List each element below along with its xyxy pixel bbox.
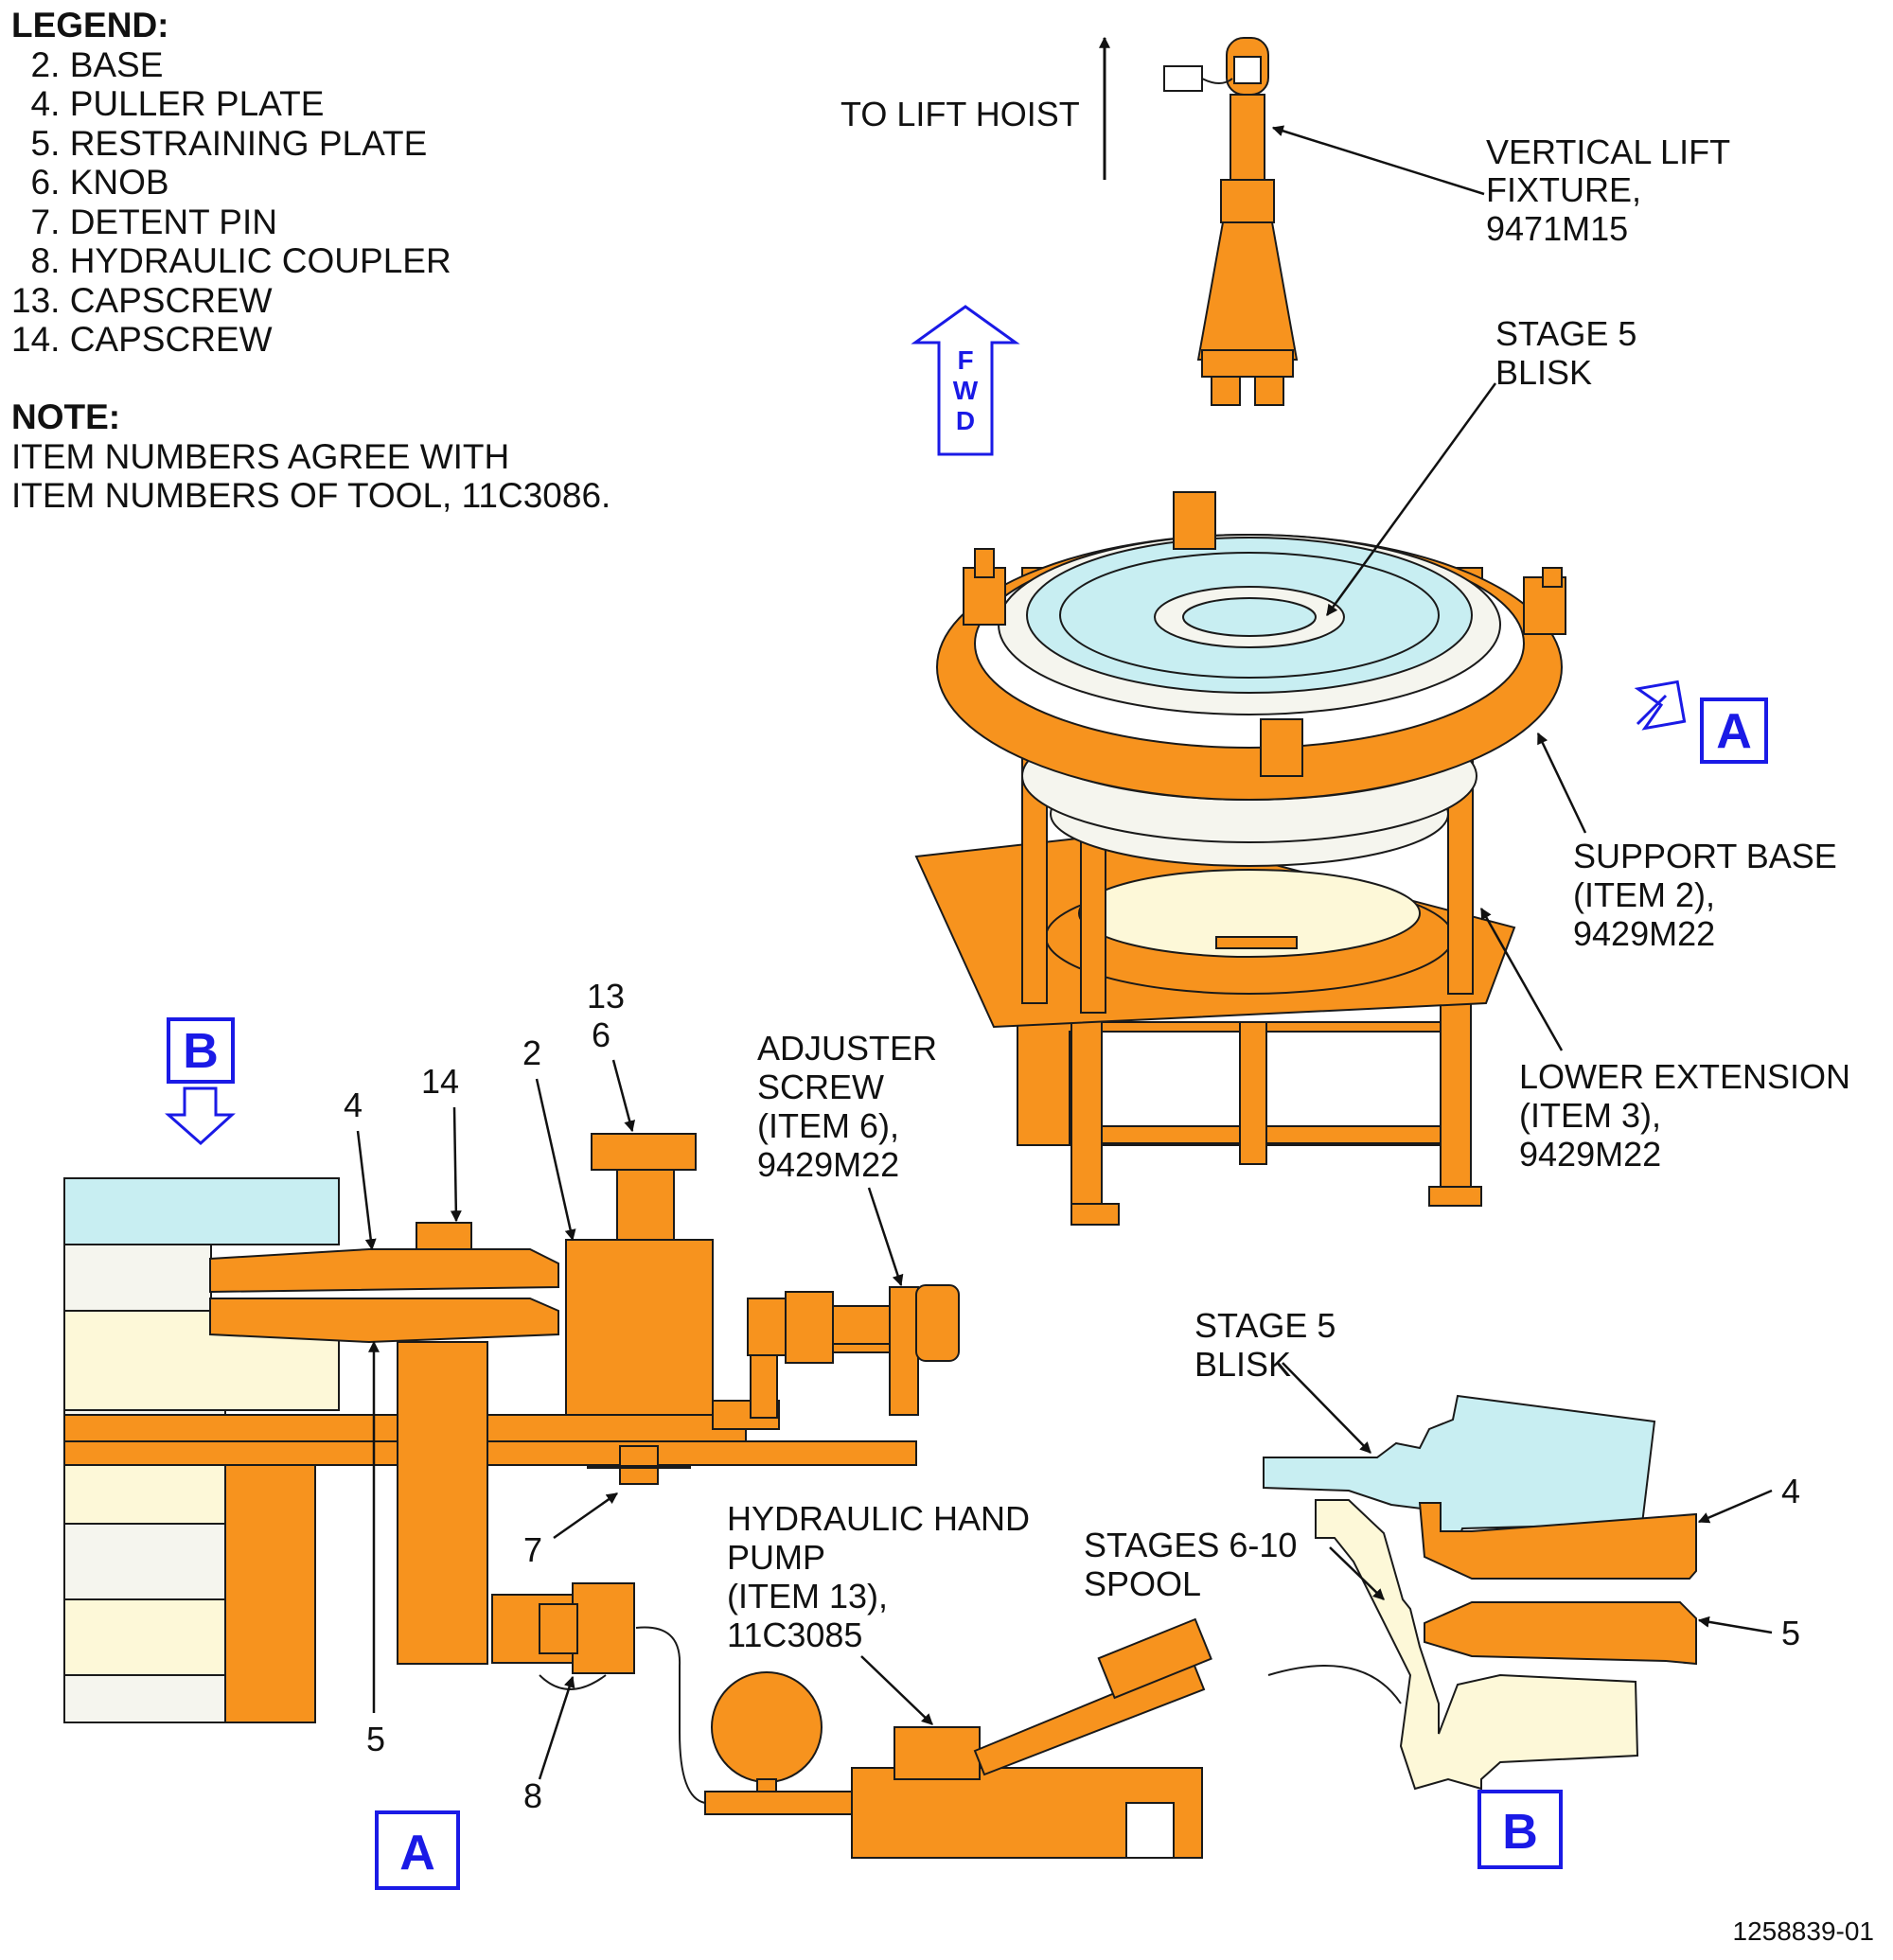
hydraulic-hand-pump xyxy=(704,1617,1212,1859)
fwd-letter: D xyxy=(956,406,975,435)
legend-item: 5. RESTRAINING PLATE xyxy=(11,123,428,163)
note-heading: NOTE: xyxy=(11,397,121,436)
leader-b-5 xyxy=(1697,1616,1773,1634)
spool-label-1: STAGES 6-10 xyxy=(1084,1526,1297,1564)
note-line: ITEM NUMBERS AGREE WITH xyxy=(11,436,510,476)
fwd-arrow: F W D xyxy=(911,305,1020,456)
view-b-marker-box xyxy=(167,1017,235,1084)
legend: LEGEND: 2. BASE 4. PULLER PLATE 5. RESTR… xyxy=(11,6,451,360)
view-a-arrow xyxy=(1634,680,1687,731)
view-a-label: A xyxy=(399,1826,435,1881)
hydraulic-hose xyxy=(635,1626,706,1804)
support-base-assembly xyxy=(914,491,1566,1226)
callout-13: 13 xyxy=(587,977,625,1015)
leader-adjuster xyxy=(867,1187,904,1287)
vertical-lift-label-1: VERTICAL LIFT xyxy=(1486,132,1730,171)
adjuster-label-4: 9429M22 xyxy=(757,1145,899,1184)
view-b-arrow xyxy=(165,1086,236,1146)
legend-item: 13. CAPSCREW xyxy=(11,280,273,320)
leader-stage5-b xyxy=(1282,1362,1371,1454)
leader-4 xyxy=(356,1130,377,1251)
leader-stage5-top xyxy=(1325,382,1497,616)
figure-number: 1258839-01 xyxy=(1733,1916,1874,1946)
support-base-label-1: SUPPORT BASE xyxy=(1573,837,1837,875)
lower-extension-label-2: (ITEM 3), xyxy=(1519,1096,1661,1135)
leader-14 xyxy=(450,1106,462,1223)
vertical-lift-label-3: 9471M15 xyxy=(1486,209,1628,248)
stage5-blisk-top-2: BLISK xyxy=(1495,353,1592,392)
legend-heading: LEGEND: xyxy=(11,6,169,44)
lower-extension-label-1: LOWER EXTENSION xyxy=(1519,1057,1850,1096)
callout-14: 14 xyxy=(421,1062,459,1101)
adjuster-label-1: ADJUSTER xyxy=(757,1029,937,1068)
legend-item: 7. DETENT PIN xyxy=(11,202,277,241)
spool-label-2: SPOOL xyxy=(1084,1564,1201,1603)
legend-item: 14. CAPSCREW xyxy=(11,320,273,359)
legend-item: 8. HYDRAULIC COUPLER xyxy=(11,241,451,280)
view-b-marker: B xyxy=(183,1024,219,1079)
legend-item: 6. KNOB xyxy=(11,163,169,202)
support-base-label-2: (ITEM 2), xyxy=(1573,875,1715,914)
b-callout-5: 5 xyxy=(1781,1614,1800,1652)
leader-7 xyxy=(553,1492,618,1540)
view-a-label-box xyxy=(375,1810,460,1890)
leader-spool xyxy=(1329,1546,1385,1600)
callout-8: 8 xyxy=(523,1776,542,1815)
fwd-letter: W xyxy=(953,376,979,405)
leader-support-base xyxy=(1536,732,1587,834)
leader-vertical-lift xyxy=(1271,125,1485,196)
to-lift-hoist-label: TO LIFT HOIST xyxy=(840,95,1080,133)
leader-pump xyxy=(860,1655,933,1725)
lower-extension-label-3: 9429M22 xyxy=(1519,1135,1661,1174)
adjuster-label-3: (ITEM 6), xyxy=(757,1106,899,1145)
note-line: ITEM NUMBERS OF TOOL, 11C3086. xyxy=(11,476,611,515)
adjuster-label-2: SCREW xyxy=(757,1068,884,1106)
coupler-chain xyxy=(539,1674,607,1690)
callout-2: 2 xyxy=(522,1033,541,1072)
b-callout-4: 4 xyxy=(1781,1472,1800,1510)
support-base-label-3: 9429M22 xyxy=(1573,914,1715,953)
pump-label-2: PUMP xyxy=(727,1538,825,1577)
callout-4: 4 xyxy=(344,1086,363,1124)
leader-6 xyxy=(611,1059,636,1133)
note: NOTE: ITEM NUMBERS AGREE WITH ITEM NUMBE… xyxy=(11,397,610,516)
callout-6: 6 xyxy=(592,1015,610,1054)
vertical-lift-fixture xyxy=(1163,37,1299,406)
pump-label-1: HYDRAULIC HAND xyxy=(727,1499,1030,1538)
pump-label-3: (ITEM 13), xyxy=(727,1577,888,1616)
detail-a-assembly xyxy=(63,1133,960,1723)
view-b-label-box xyxy=(1477,1790,1563,1869)
callout-5: 5 xyxy=(366,1720,385,1758)
legend-item: 4. PULLER PLATE xyxy=(11,84,325,123)
leader-b-4 xyxy=(1697,1489,1773,1524)
view-b-label: B xyxy=(1502,1805,1538,1860)
view-a-marker: A xyxy=(1716,704,1752,759)
stage5-blisk-b-1: STAGE 5 xyxy=(1194,1306,1336,1345)
vertical-lift-label-2: FIXTURE, xyxy=(1486,170,1641,209)
leader-2 xyxy=(535,1078,576,1242)
detail-b-section xyxy=(1263,1394,1697,1791)
callout-7: 7 xyxy=(523,1530,542,1569)
pump-label-4: 11C3085 xyxy=(727,1616,862,1654)
fwd-letter: F xyxy=(957,345,973,375)
view-a-marker-box xyxy=(1700,697,1768,764)
leader-8 xyxy=(538,1675,575,1780)
legend-item: 2. BASE xyxy=(11,44,164,84)
leader-lower-extension xyxy=(1479,907,1564,1051)
stage5-blisk-top-1: STAGE 5 xyxy=(1495,314,1636,353)
stage5-blisk-b-2: BLISK xyxy=(1194,1345,1291,1384)
